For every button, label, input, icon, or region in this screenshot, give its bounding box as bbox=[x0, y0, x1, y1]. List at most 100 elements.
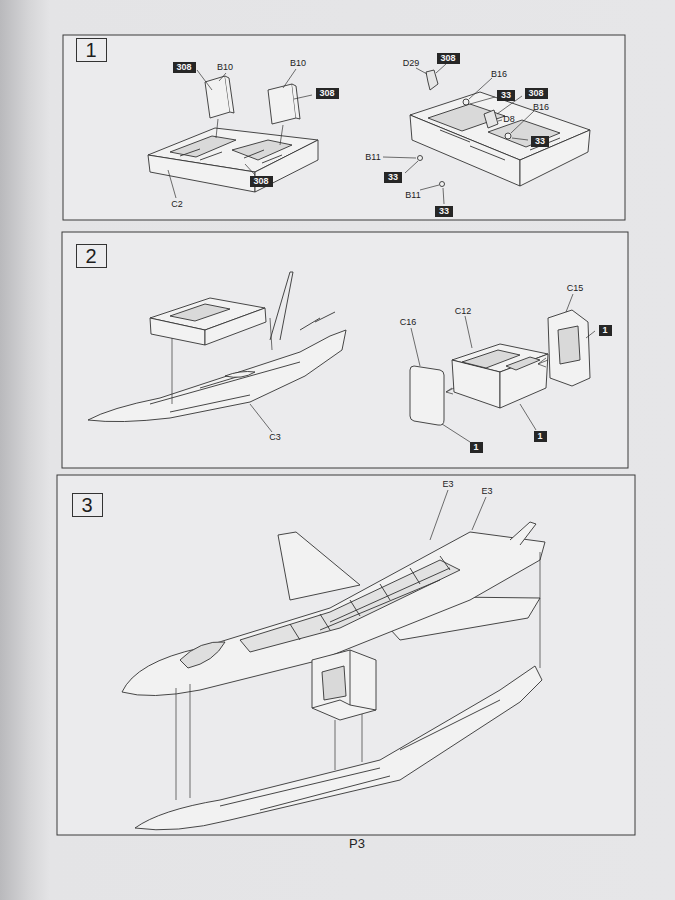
paint-callout: 1 bbox=[599, 325, 612, 336]
step-panel bbox=[63, 35, 625, 220]
leader-line bbox=[172, 318, 272, 404]
cockpit-tub bbox=[148, 76, 318, 192]
upper-fuselage bbox=[290, 556, 450, 640]
cockpit-tub bbox=[232, 140, 292, 160]
cockpit-tub bbox=[440, 182, 445, 187]
paint-number: 308 bbox=[440, 53, 457, 64]
cockpit-tub bbox=[428, 104, 505, 131]
paint-callout: 1 bbox=[470, 442, 483, 453]
leader-line bbox=[586, 331, 595, 338]
lower-fuselage bbox=[220, 700, 500, 810]
leader-line bbox=[465, 316, 472, 348]
paint-number: 308 bbox=[253, 176, 270, 187]
paint-number: 33 bbox=[500, 90, 512, 101]
paint-number: 1 bbox=[537, 431, 544, 442]
part-number: C12 bbox=[455, 306, 472, 316]
leader-line bbox=[566, 294, 573, 312]
upper-fuselage bbox=[320, 568, 450, 630]
cockpit-tub bbox=[548, 310, 590, 386]
part-number: E3 bbox=[442, 479, 453, 489]
cockpit-tub bbox=[225, 76, 234, 113]
leader-line bbox=[520, 404, 536, 430]
leader-line bbox=[168, 69, 312, 198]
step-number: 3 bbox=[81, 494, 94, 516]
paint-callout: 308 bbox=[250, 176, 273, 187]
paint-callout: 308 bbox=[173, 62, 196, 73]
upper-fuselage bbox=[510, 522, 536, 545]
cockpit-tub bbox=[452, 360, 500, 408]
leader-line bbox=[383, 64, 534, 204]
leader-line bbox=[420, 185, 439, 190]
part-number: B16 bbox=[491, 69, 507, 79]
part-number: B16 bbox=[533, 102, 549, 112]
leader-line bbox=[472, 497, 486, 530]
upper-fuselage bbox=[278, 532, 360, 600]
fuselage-half bbox=[88, 330, 346, 422]
leader-line bbox=[250, 404, 272, 432]
paint-callout: 308 bbox=[437, 53, 460, 64]
part-number: C2 bbox=[171, 199, 183, 209]
leader-line bbox=[469, 78, 492, 99]
lower-fuselage bbox=[312, 650, 376, 720]
cockpit-tub bbox=[410, 366, 444, 425]
upper-fuselage bbox=[240, 560, 460, 652]
leader-line bbox=[512, 138, 528, 140]
cockpit-tub bbox=[484, 110, 498, 128]
step-number: 1 bbox=[85, 39, 98, 61]
step-panel bbox=[57, 475, 635, 835]
leader-line bbox=[383, 157, 416, 158]
leader-line bbox=[405, 161, 418, 173]
leader-line bbox=[411, 294, 595, 442]
step-panel bbox=[62, 232, 628, 468]
paint-number: 33 bbox=[534, 136, 546, 147]
paint-number: 308 bbox=[528, 88, 545, 99]
leader-line bbox=[430, 490, 448, 540]
leader-line bbox=[446, 388, 453, 394]
paint-number: 1 bbox=[473, 442, 480, 453]
cockpit-tub bbox=[558, 326, 580, 364]
fuselage-half bbox=[225, 372, 255, 378]
cockpit-tub bbox=[505, 133, 511, 139]
leader-line bbox=[294, 95, 312, 99]
leader-line bbox=[436, 64, 446, 73]
leader-line bbox=[411, 328, 420, 366]
paint-number: 33 bbox=[387, 172, 399, 183]
lower-fuselage bbox=[312, 650, 376, 710]
cockpit-tub bbox=[520, 130, 590, 186]
leader-line bbox=[540, 552, 541, 668]
part-number: C3 bbox=[269, 432, 281, 442]
paint-callout: 308 bbox=[316, 88, 339, 99]
leader-line bbox=[168, 170, 176, 198]
part-number: B11 bbox=[405, 190, 420, 200]
lower-fuselage bbox=[322, 666, 346, 700]
leader-line bbox=[176, 490, 540, 800]
paint-number: 1 bbox=[602, 325, 609, 336]
cockpit-tub bbox=[506, 357, 540, 370]
cockpit-tub bbox=[488, 120, 560, 147]
step-number-box: 3 bbox=[72, 493, 103, 517]
paint-callout: 33 bbox=[497, 90, 515, 101]
leader-line bbox=[197, 70, 212, 90]
page-number: P3 bbox=[349, 837, 365, 851]
cockpit-tub bbox=[268, 84, 296, 124]
cockpit-tub bbox=[180, 149, 282, 163]
leader-line bbox=[216, 119, 283, 145]
fuselage-half bbox=[150, 318, 205, 345]
paint-callout: 33 bbox=[435, 206, 453, 217]
paint-callout: 33 bbox=[384, 172, 402, 183]
paint-callout: 308 bbox=[525, 88, 548, 99]
cockpit-tub bbox=[148, 155, 255, 192]
part-number: D8 bbox=[503, 114, 515, 124]
leader-line bbox=[470, 97, 495, 104]
paint-number: 308 bbox=[319, 88, 336, 99]
upper-fuselage bbox=[180, 642, 225, 668]
lower-fuselage bbox=[135, 666, 542, 830]
step-number-box: 2 bbox=[76, 244, 107, 268]
fuselage-half bbox=[300, 312, 335, 330]
part-number: C15 bbox=[567, 283, 584, 293]
paint-callout: 33 bbox=[531, 136, 549, 147]
part-number: D29 bbox=[403, 58, 420, 68]
step-panel bbox=[57, 35, 635, 835]
